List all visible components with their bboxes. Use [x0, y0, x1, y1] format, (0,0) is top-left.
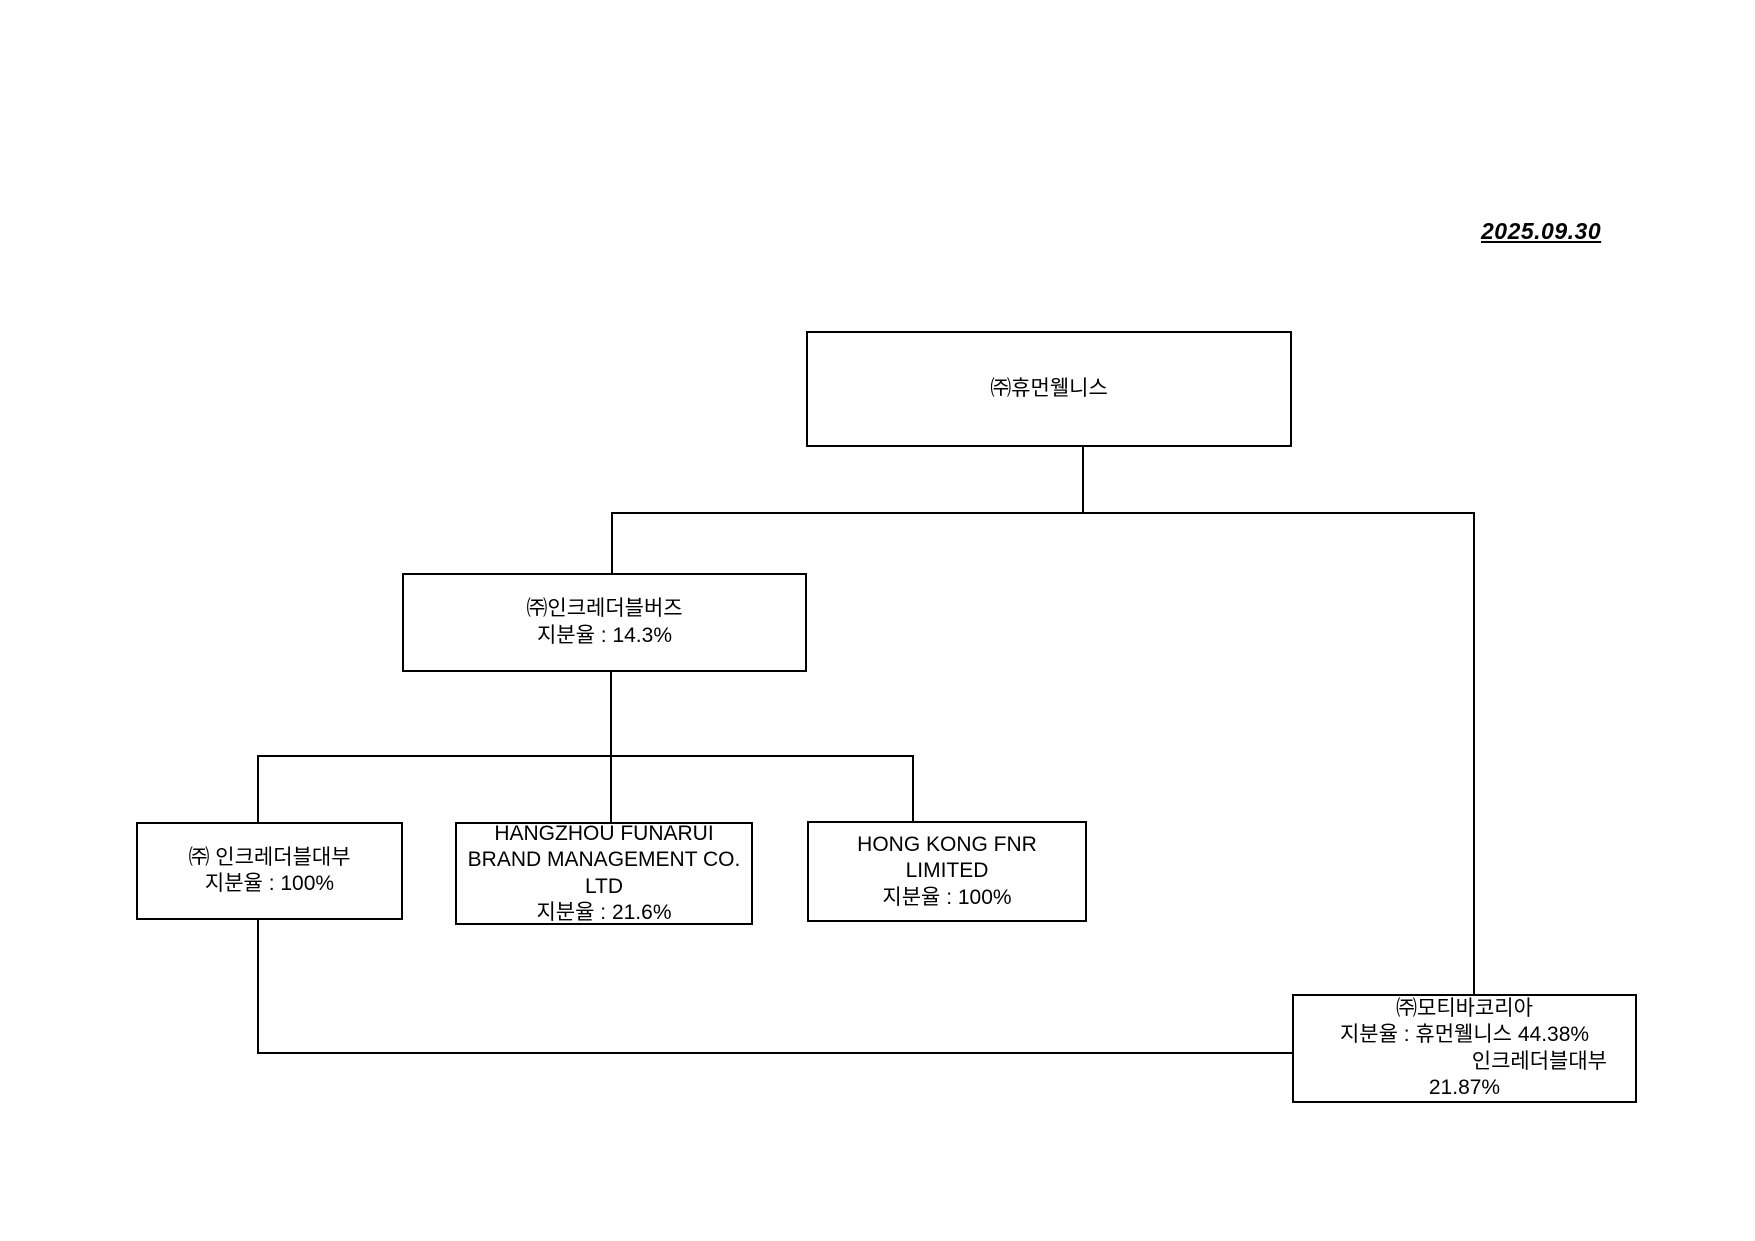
box-text-line: HANGZHOU FUNARUI [494, 822, 714, 845]
box-text-line: 지분율 : 100% [882, 885, 1012, 909]
box-text-line: 21.87% [1428, 1075, 1501, 1099]
connector-to-hongkong [912, 755, 914, 822]
connector-loan-down [257, 918, 259, 1054]
connector-loan-to-motiva [257, 1052, 1293, 1054]
box-text-line: ㈜ 인크레더블대부 [188, 845, 351, 869]
box-text-line: BRAND MANAGEMENT CO. [467, 848, 741, 872]
connector-to-incrediblebuzz [611, 512, 613, 574]
box-text-line: 지분율 : 21.6% [536, 900, 672, 924]
box-text-line: 지분율 : 휴먼웰니스 44.38% [1339, 1023, 1590, 1047]
connector-level1-horizontal [611, 512, 1475, 514]
box-text-line: 지분율 : 100% [204, 872, 335, 895]
box-text-line: ㈜인크레더블버즈 [526, 597, 683, 621]
box-text-line: LIMITED [905, 859, 989, 883]
box-text-line: LTD [584, 874, 624, 898]
connector-root-down [1082, 447, 1084, 514]
connector-root-to-motiva [1473, 512, 1475, 995]
connector-buzz-down-to-hangzhou [610, 671, 612, 823]
box-text-line: HONG KONG FNR [857, 833, 1037, 857]
report-date: 2025.09.30 [1481, 218, 1602, 244]
connector-level2-horizontal [257, 755, 914, 757]
connector-to-incredibleloan [257, 755, 259, 823]
box-text-line: 지분율 : 14.3% [536, 623, 672, 647]
box-text-line: ㈜휴먼웰니스 [990, 376, 1108, 400]
box-text-line: 인크레더블대부 [1471, 1049, 1607, 1073]
humanwellness-box: ㈜휴먼웰니스 [806, 331, 1292, 447]
box-text-line: ㈜모티바코리아 [1396, 997, 1533, 1020]
